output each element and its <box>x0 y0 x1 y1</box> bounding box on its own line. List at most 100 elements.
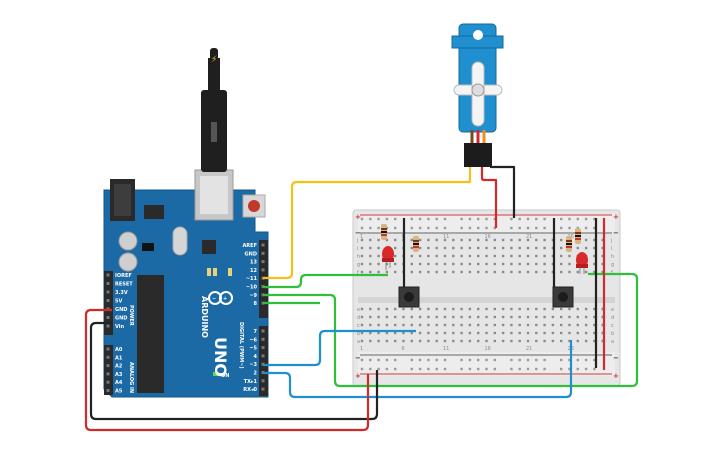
header-pin[interactable] <box>261 329 265 333</box>
grid-hole <box>576 323 579 327</box>
grid-hole <box>460 323 463 327</box>
header-pin[interactable] <box>106 282 110 285</box>
red-led[interactable] <box>576 252 588 274</box>
grid-hole <box>560 270 563 274</box>
rail-hole <box>360 367 364 371</box>
grid-hole <box>493 331 496 335</box>
grid-hole <box>477 254 480 258</box>
pin-label: A2 <box>115 364 123 370</box>
rail-hole <box>477 367 480 371</box>
rail-hole <box>410 367 413 371</box>
grid-hole <box>394 323 397 327</box>
grid-hole <box>394 315 397 319</box>
header-pin[interactable] <box>261 243 265 247</box>
wire-yellow <box>263 167 472 280</box>
grid-hole <box>551 307 555 311</box>
rail-hole <box>369 217 372 221</box>
grid-hole <box>360 307 364 311</box>
grid-hole <box>418 262 422 266</box>
header-pin[interactable] <box>106 316 110 319</box>
grid-hole <box>584 339 588 343</box>
grid-hole <box>510 270 513 274</box>
pin-label: ~5 <box>249 346 257 352</box>
column-number: 11 <box>443 234 449 240</box>
grid-hole <box>394 254 397 258</box>
grid-hole <box>377 331 380 335</box>
grid-hole <box>593 307 596 311</box>
rail-hole <box>443 358 447 362</box>
grid-hole <box>535 262 538 266</box>
grid-hole <box>394 339 397 343</box>
red-led[interactable] <box>382 246 394 270</box>
header-pin[interactable] <box>106 355 110 359</box>
grid-hole <box>369 323 372 327</box>
header-pin[interactable] <box>261 387 265 391</box>
rail-hole <box>468 217 472 221</box>
header-pin[interactable] <box>106 347 110 351</box>
wires <box>84 165 639 432</box>
grid-hole <box>435 254 438 258</box>
grid-hole <box>584 246 588 250</box>
grid-hole <box>526 315 530 319</box>
header-pin[interactable] <box>106 290 110 294</box>
row-letter: h <box>357 254 360 260</box>
header-pin[interactable] <box>261 260 265 264</box>
header-pin[interactable] <box>106 324 110 328</box>
header-pin[interactable] <box>261 354 265 358</box>
pin-label: 7 <box>254 329 258 335</box>
pin-label: 5V <box>115 299 122 305</box>
header-pin[interactable] <box>106 380 110 384</box>
pin-label: A4 <box>115 380 123 386</box>
grid-hole <box>410 262 413 266</box>
grid-hole <box>435 315 438 319</box>
grid-hole <box>460 254 463 258</box>
header-pin[interactable] <box>261 251 265 255</box>
grid-hole <box>360 315 364 319</box>
grid-hole <box>418 254 422 258</box>
rail-hole <box>584 367 588 371</box>
pushbutton[interactable] <box>398 286 420 308</box>
rail-hole <box>435 358 438 362</box>
header-pin[interactable] <box>261 346 265 350</box>
grid-hole <box>526 339 530 343</box>
grid-hole <box>477 315 480 319</box>
grid-hole <box>560 262 563 266</box>
micro-servo[interactable] <box>451 23 504 167</box>
grid-hole <box>443 262 447 266</box>
rail-hole <box>477 358 480 362</box>
grid-hole <box>518 315 521 319</box>
grid-hole <box>452 262 455 266</box>
header-pin[interactable] <box>261 268 265 272</box>
rail-hole <box>518 358 521 362</box>
header-pin[interactable] <box>261 379 265 383</box>
header-pin[interactable] <box>106 364 110 368</box>
rail-hole <box>360 226 364 230</box>
grid-hole <box>452 315 455 319</box>
header-pin[interactable] <box>106 389 110 392</box>
grid-hole <box>560 238 563 242</box>
grid-hole <box>518 307 521 311</box>
grid-hole <box>394 238 397 242</box>
column-number: 21 <box>526 234 532 240</box>
header-pin[interactable] <box>106 372 110 376</box>
grid-hole <box>551 339 555 343</box>
header-pin[interactable] <box>106 299 110 302</box>
pin-label: A1 <box>115 355 123 361</box>
grid-hole <box>418 246 422 250</box>
grid-hole <box>468 254 472 258</box>
row-letter: d <box>611 315 614 321</box>
grid-hole <box>418 307 422 311</box>
grid-hole <box>576 246 579 250</box>
grid-hole <box>477 323 480 327</box>
svg-text:−: − <box>212 296 216 302</box>
rail-hole <box>468 358 472 362</box>
grid-hole <box>501 339 505 343</box>
header-pin[interactable] <box>261 337 265 341</box>
grid-hole <box>560 339 563 343</box>
rail-hole <box>568 226 571 230</box>
brand-word: ARDUINO <box>200 296 209 338</box>
header-pin[interactable] <box>106 273 110 277</box>
grid-hole <box>460 315 463 319</box>
pushbutton[interactable] <box>552 286 574 308</box>
wire-black-gnd <box>89 321 379 421</box>
